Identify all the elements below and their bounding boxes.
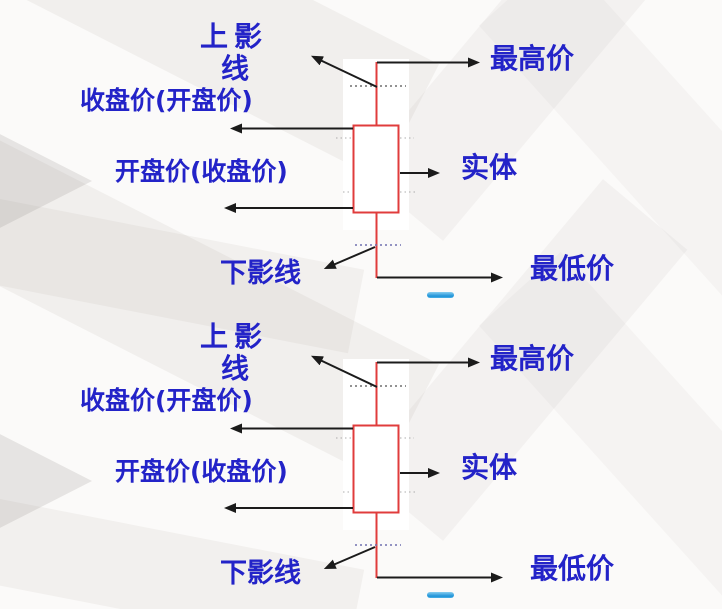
label-lower-shadow: 下影线	[220, 558, 301, 589]
label-close-open-price: 收盘价(开盘价)	[80, 386, 253, 415]
arrow-to-lower-shadow	[323, 546, 376, 569]
candlestick-figure	[224, 355, 503, 583]
label-lower-shadow: 下影线	[220, 258, 301, 289]
label-highest-price: 最高价	[490, 42, 575, 75]
label-body: 实体	[461, 151, 518, 184]
body-edge-dots	[336, 437, 416, 493]
label-body: 实体	[461, 451, 518, 484]
arrow-to-upper-shadow	[310, 55, 378, 88]
label-open-close-price: 开盘价(收盘价)	[115, 157, 288, 186]
label-close-open-price: 收盘价(开盘价)	[80, 86, 253, 115]
label-highest-price: 最高价	[490, 342, 575, 375]
candle-body	[352, 424, 400, 514]
candlestick-diagram-top: 上影 线 最高价 收盘价(开盘价) 开盘价(收盘价) 实体 下影线 最低价	[0, 0, 722, 354]
cyan-underline-dash	[427, 292, 454, 298]
label-upper-shadow-line2: 线	[221, 352, 250, 385]
label-upper-shadow-line2: 线	[221, 52, 250, 85]
candlestick-diagram-bottom: 上影 线 最高价 收盘价(开盘价) 开盘价(收盘价) 实体 下影线 最低价	[0, 109, 722, 609]
label-open-close-price: 开盘价(收盘价)	[115, 457, 288, 486]
body-edge-dots	[336, 137, 416, 193]
label-lowest-price: 最低价	[530, 252, 615, 285]
arrow-to-lower-shadow	[323, 246, 376, 269]
label-lowest-price: 最低价	[530, 552, 615, 585]
candle-body	[352, 124, 400, 214]
label-upper-shadow-line1: 上影	[200, 20, 269, 53]
candlestick-figure	[224, 55, 503, 283]
cyan-underline-dash	[427, 592, 454, 598]
label-upper-shadow-line1: 上影	[200, 320, 269, 353]
arrow-to-upper-shadow	[310, 355, 378, 388]
